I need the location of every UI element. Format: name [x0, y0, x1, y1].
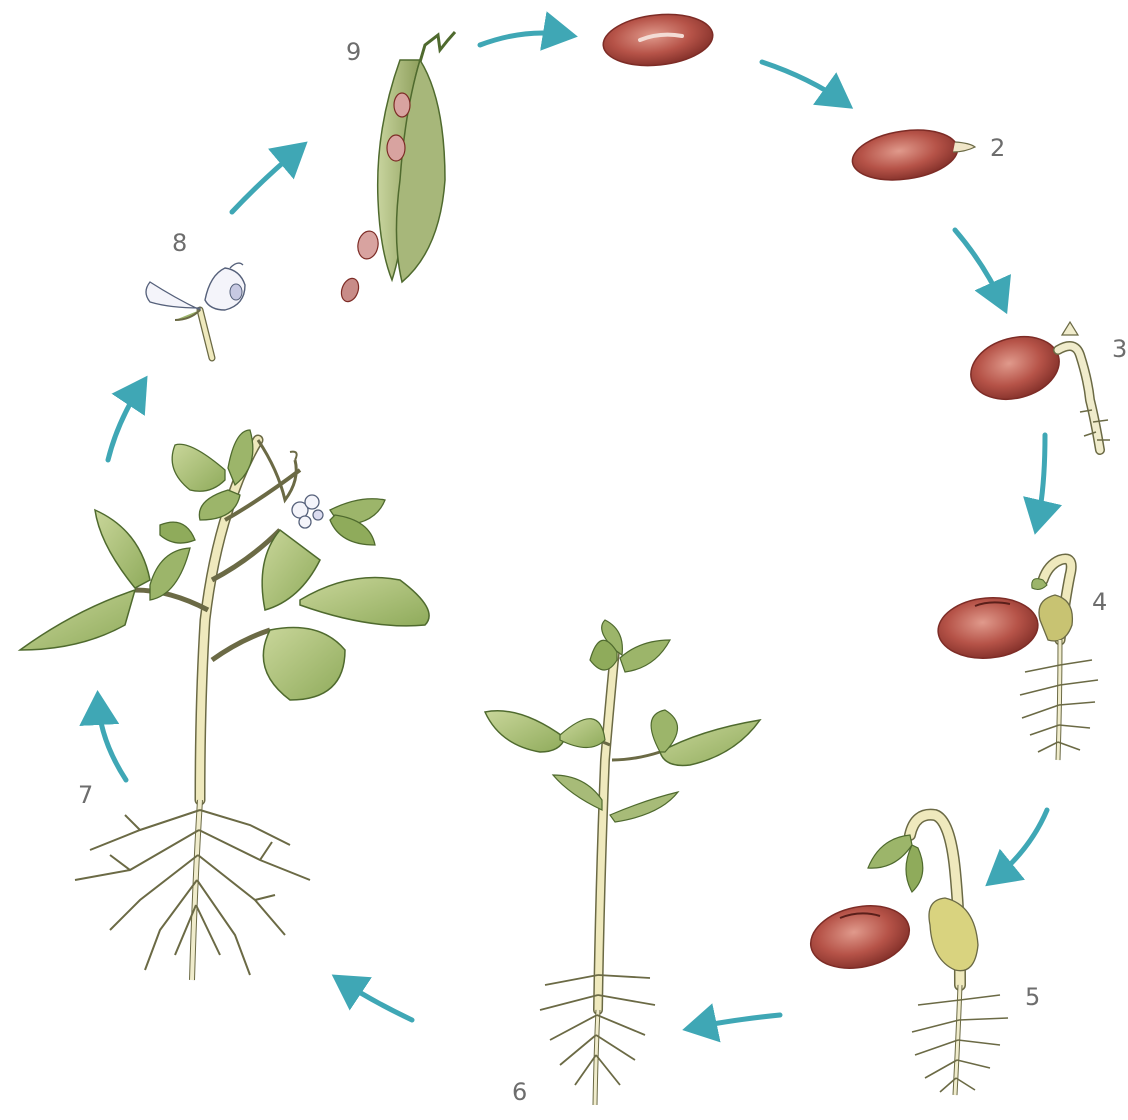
- stage-4-seedling: [936, 559, 1098, 760]
- stage-number-7: 7: [78, 781, 93, 809]
- arrow-2-to-3: [955, 230, 1003, 305]
- stage-3-germinating-seed: [964, 322, 1110, 450]
- arrow-4-to-5: [993, 810, 1047, 880]
- stage-6-young-plant: [485, 620, 760, 1105]
- arrow-5-to-6: [692, 1015, 780, 1028]
- cycle-arrows: [98, 33, 1047, 1028]
- stage-number-4: 4: [1092, 588, 1107, 616]
- stage-5-seedling: [805, 815, 1008, 1095]
- stage-number-9: 9: [346, 38, 361, 66]
- arrow-1-to-2: [762, 62, 845, 103]
- arrow-7-up: [98, 700, 126, 780]
- arrow-7-to-8: [108, 384, 142, 460]
- stage-1-seed: [601, 9, 716, 70]
- stage-7-flower-cluster: [292, 495, 323, 528]
- arrow-9-to-1: [480, 33, 568, 45]
- arrow-3-to-4: [1037, 435, 1045, 525]
- stage-9-pod: [338, 32, 455, 304]
- arrow-8-to-9: [232, 148, 300, 212]
- arrow-6-to-7: [340, 980, 412, 1020]
- stage-2-seed: [849, 124, 975, 186]
- stage-number-2: 2: [990, 134, 1005, 162]
- stage-number-8: 8: [172, 229, 187, 257]
- stage-number-3: 3: [1112, 335, 1127, 363]
- stage-number-5: 5: [1025, 983, 1040, 1011]
- stage-7-mature-plant: [20, 430, 429, 980]
- stage-number-6: 6: [512, 1078, 527, 1106]
- stage-8-flower: [146, 263, 245, 358]
